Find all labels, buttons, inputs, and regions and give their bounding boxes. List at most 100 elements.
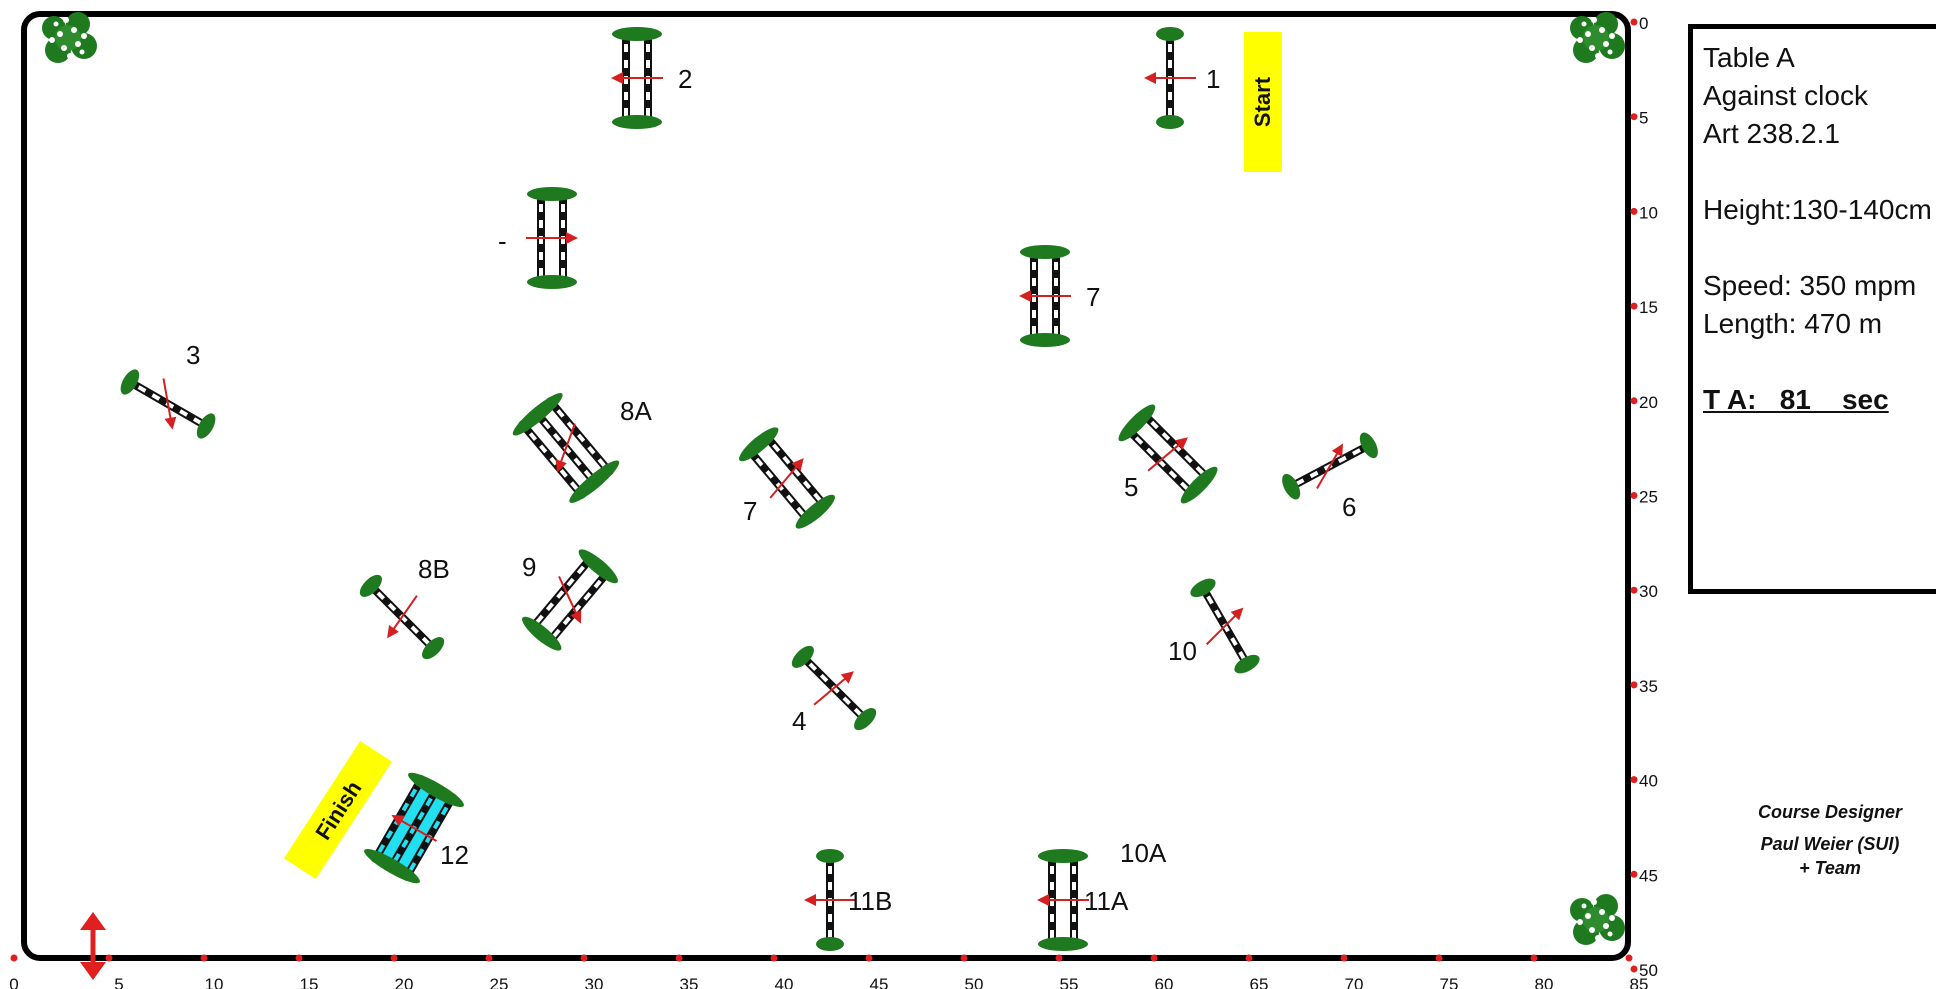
y-tick-mark (1630, 18, 1638, 26)
obstacle-number: 11B (848, 886, 892, 916)
y-tick-mark (1630, 776, 1638, 784)
x-tick-label: 20 (395, 975, 414, 989)
x-tick-label: 60 (1155, 975, 1174, 989)
origin-double-arrow-icon (80, 912, 106, 980)
obstacle-number: 5 (1124, 472, 1138, 502)
y-tick-label: 25 (1639, 488, 1658, 507)
direction-arrow-icon (769, 458, 804, 499)
y-tick-mark (1630, 681, 1638, 689)
x-tick-mark (390, 954, 398, 962)
obstacle-4: 4 (791, 645, 877, 736)
course-designer-credit: Course Designer Paul Weier (SUI) + Team (1740, 800, 1920, 880)
x-tick-mark (1150, 954, 1158, 962)
x-tick-mark (1625, 954, 1633, 962)
y-tick-mark (1630, 965, 1638, 973)
x-tick-label: 40 (775, 975, 794, 989)
direction-arrow-icon (555, 423, 576, 473)
y-tick-mark (1630, 870, 1638, 878)
speed-spec: Speed: 350 mpm (1703, 270, 1917, 301)
y-tick-label: 10 (1639, 203, 1658, 222)
x-tick-label: 80 (1535, 975, 1554, 989)
x-tick-label: 30 (585, 975, 604, 989)
x-tick-label: 0 (9, 975, 18, 989)
article: Art 238.2.1 (1703, 118, 1840, 149)
start-banner: Start (1244, 32, 1282, 172)
x-tick-mark (200, 954, 208, 962)
y-tick-label: 40 (1639, 772, 1658, 791)
corner-bush-bottom-right (1570, 894, 1625, 945)
obstacle-number: 8A (620, 396, 652, 426)
designer-team: + Team (1799, 858, 1861, 878)
obstacle-11b: 11B (804, 849, 892, 951)
obstacle-7: 7 (739, 427, 835, 529)
x-tick-mark (770, 954, 778, 962)
obstacle-number: 10 (1168, 636, 1197, 666)
obstacle-11a: 11A (1037, 849, 1129, 951)
obstacle-shape (739, 427, 835, 529)
x-tick-label: 75 (1440, 975, 1459, 989)
x-tick-label: 45 (870, 975, 889, 989)
y-tick-mark (1630, 586, 1638, 594)
obstacle-unnumbered: - (498, 187, 578, 289)
obstacle-number: 8B (418, 554, 450, 584)
obstacle-5: 5 (1118, 404, 1218, 504)
y-tick-label: 0 (1639, 14, 1648, 33)
direction-arrow-icon (1037, 894, 1089, 906)
direction-arrow-icon (391, 815, 438, 842)
obstacle-number: 7 (743, 496, 757, 526)
direction-arrow-icon (813, 671, 854, 706)
y-tick-label: 45 (1639, 866, 1658, 885)
y-tick-label: 15 (1639, 298, 1658, 317)
time-allowed: T A: 81 sec (1703, 384, 1889, 415)
direction-arrow-icon (162, 378, 177, 430)
x-tick-mark (1340, 954, 1348, 962)
x-tick-mark (485, 954, 493, 962)
obstacle-number: 2 (678, 64, 692, 94)
y-tick-mark (1630, 397, 1638, 405)
obstacle-1: 1 (1144, 27, 1220, 129)
table-type: Table A (1703, 42, 1795, 73)
y-tick-label: 50 (1639, 961, 1658, 980)
obstacle-9: 9 (522, 549, 618, 651)
obstacle-number: 11A (1084, 886, 1129, 916)
x-tick-mark (1055, 954, 1063, 962)
x-tick-label: 5 (114, 975, 123, 989)
direction-arrow-icon (1019, 290, 1071, 302)
x-tick-label: 65 (1250, 975, 1269, 989)
direction-arrow-icon (1144, 72, 1196, 84)
x-tick-label: 70 (1345, 975, 1364, 989)
direction-arrow-icon (1147, 437, 1188, 472)
x-tick-mark (1530, 954, 1538, 962)
x-tick-label: 50 (965, 975, 984, 989)
x-tick-mark (1245, 954, 1253, 962)
obstacle-number: 4 (792, 706, 806, 736)
x-tick-label: 10 (205, 975, 224, 989)
direction-arrow-icon (558, 576, 582, 624)
obstacle-number: 3 (186, 340, 200, 370)
obstacle-number: 1 (1206, 64, 1220, 94)
obstacle-7: 7 (1019, 245, 1100, 347)
obstacle-number: 12 (440, 840, 469, 870)
x-tick-mark (10, 954, 18, 962)
x-tick-mark (580, 954, 588, 962)
designer-name: Paul Weier (SUI) (1760, 834, 1900, 854)
direction-arrow-icon (1205, 607, 1244, 646)
clock-rule: Against clock (1703, 80, 1868, 111)
obstacle-6: 6 (1282, 432, 1378, 522)
direction-arrow-icon (611, 72, 663, 84)
direction-arrow-icon (387, 595, 418, 639)
length-spec: Length: 470 m (1703, 308, 1883, 339)
obstacle-12: 12 (364, 772, 469, 884)
x-tick-mark (1435, 954, 1443, 962)
obstacle-8b: 8B (359, 554, 450, 660)
y-tick-label: 20 (1639, 393, 1658, 412)
x-tick-mark (960, 954, 968, 962)
obstacle-10a: 10A (1120, 838, 1167, 868)
obstacle-8a: 8A (512, 393, 652, 503)
x-tick-label: 15 (300, 975, 319, 989)
height-spec: Height:130-140cm (1703, 194, 1932, 225)
y-tick-mark (1630, 207, 1638, 215)
course-info-panel: Table A Against clock Art 238.2.1 Height… (1688, 24, 1936, 594)
obstacle-3: 3 (120, 340, 216, 439)
